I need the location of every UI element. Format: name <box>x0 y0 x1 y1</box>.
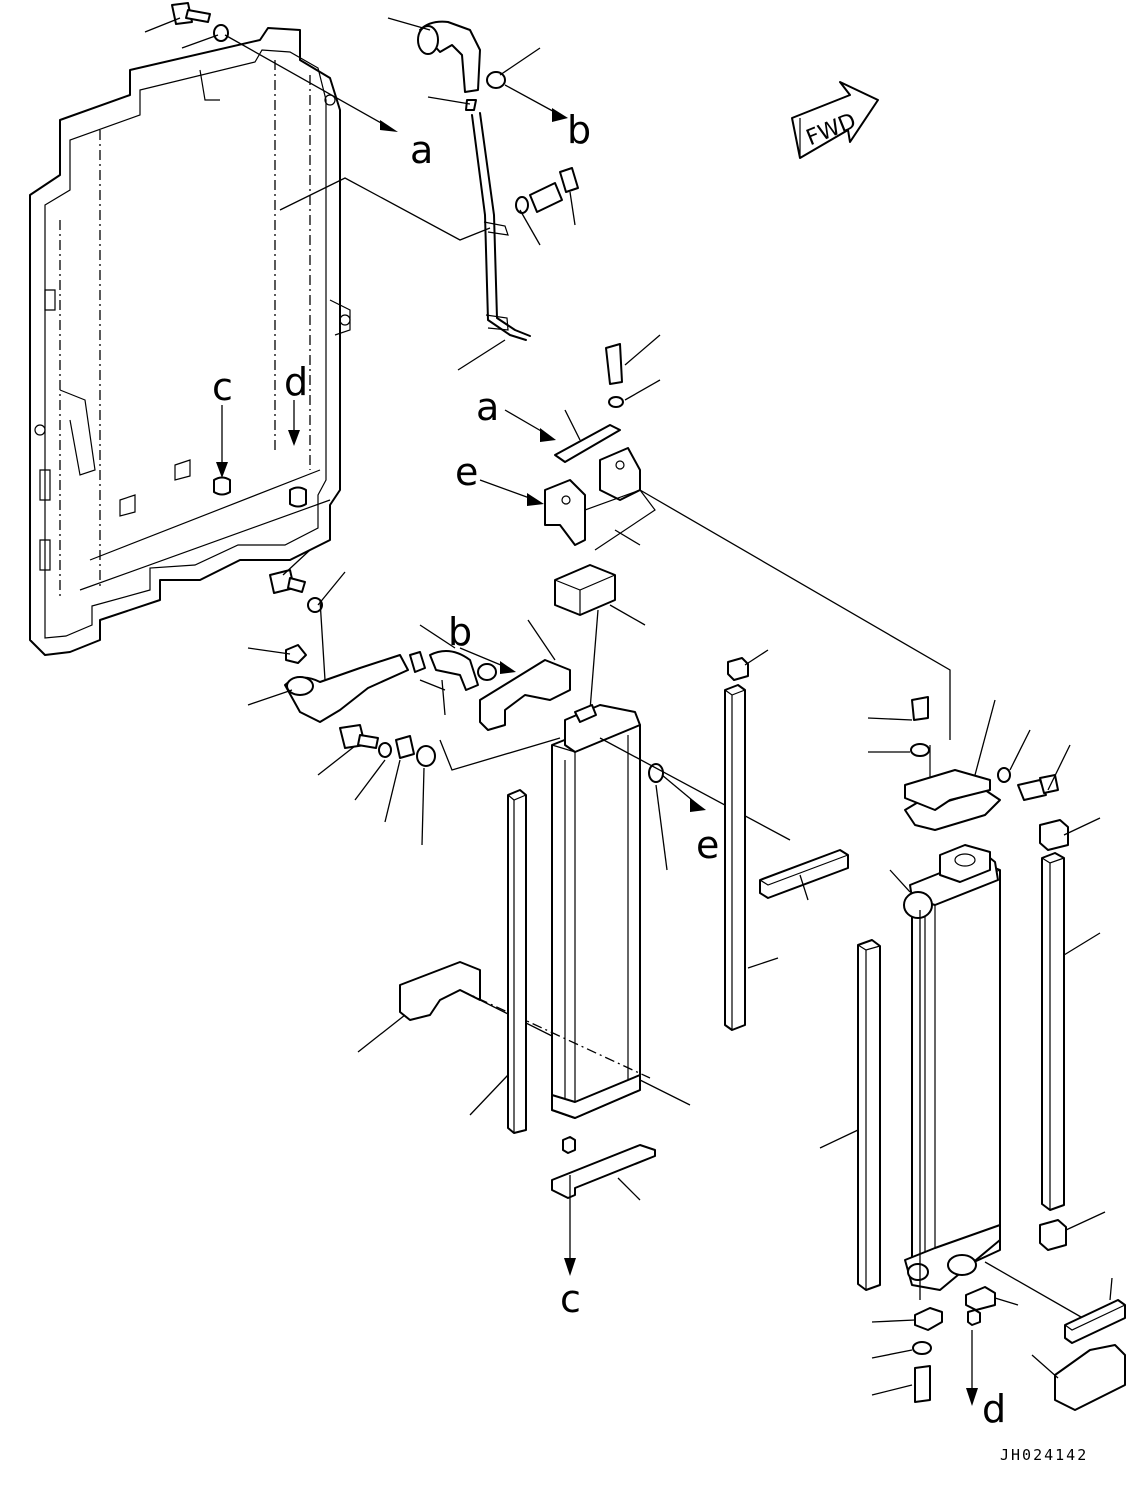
callout-e-bracket: e <box>455 450 478 494</box>
lower-hose-assembly <box>247 549 561 846</box>
mounting-brackets <box>479 334 951 740</box>
oil-cooler <box>459 704 791 1119</box>
lower-hardware-right <box>871 910 1019 1406</box>
frame-leaders <box>144 17 491 478</box>
callout-d-frame: d <box>284 360 308 404</box>
callout-c-bottom: c <box>560 1277 581 1321</box>
callout-e-cooler: e <box>696 823 719 867</box>
callout-letters: a b c d a e b e c d <box>212 108 1006 1431</box>
seal-strips-right <box>819 817 1126 1411</box>
aftercooler <box>867 696 1096 1326</box>
callout-c-frame: c <box>212 365 233 409</box>
callout-b-hose: b <box>448 610 472 654</box>
lower-bracket-left <box>551 1136 656 1276</box>
fwd-direction-badge: FWD <box>791 81 879 159</box>
callout-d-bottom: d <box>982 1387 1006 1431</box>
callout-b-top: b <box>567 108 591 152</box>
drawing-code: JH024142 <box>1000 1446 1088 1464</box>
seal-blocks <box>357 564 646 1053</box>
seal-strips-left <box>469 649 849 1134</box>
radiator-frame <box>29 2 351 656</box>
upper-hose-pipe <box>387 17 579 371</box>
callout-a-top: a <box>410 128 433 172</box>
callout-a-bracket: a <box>476 385 499 429</box>
